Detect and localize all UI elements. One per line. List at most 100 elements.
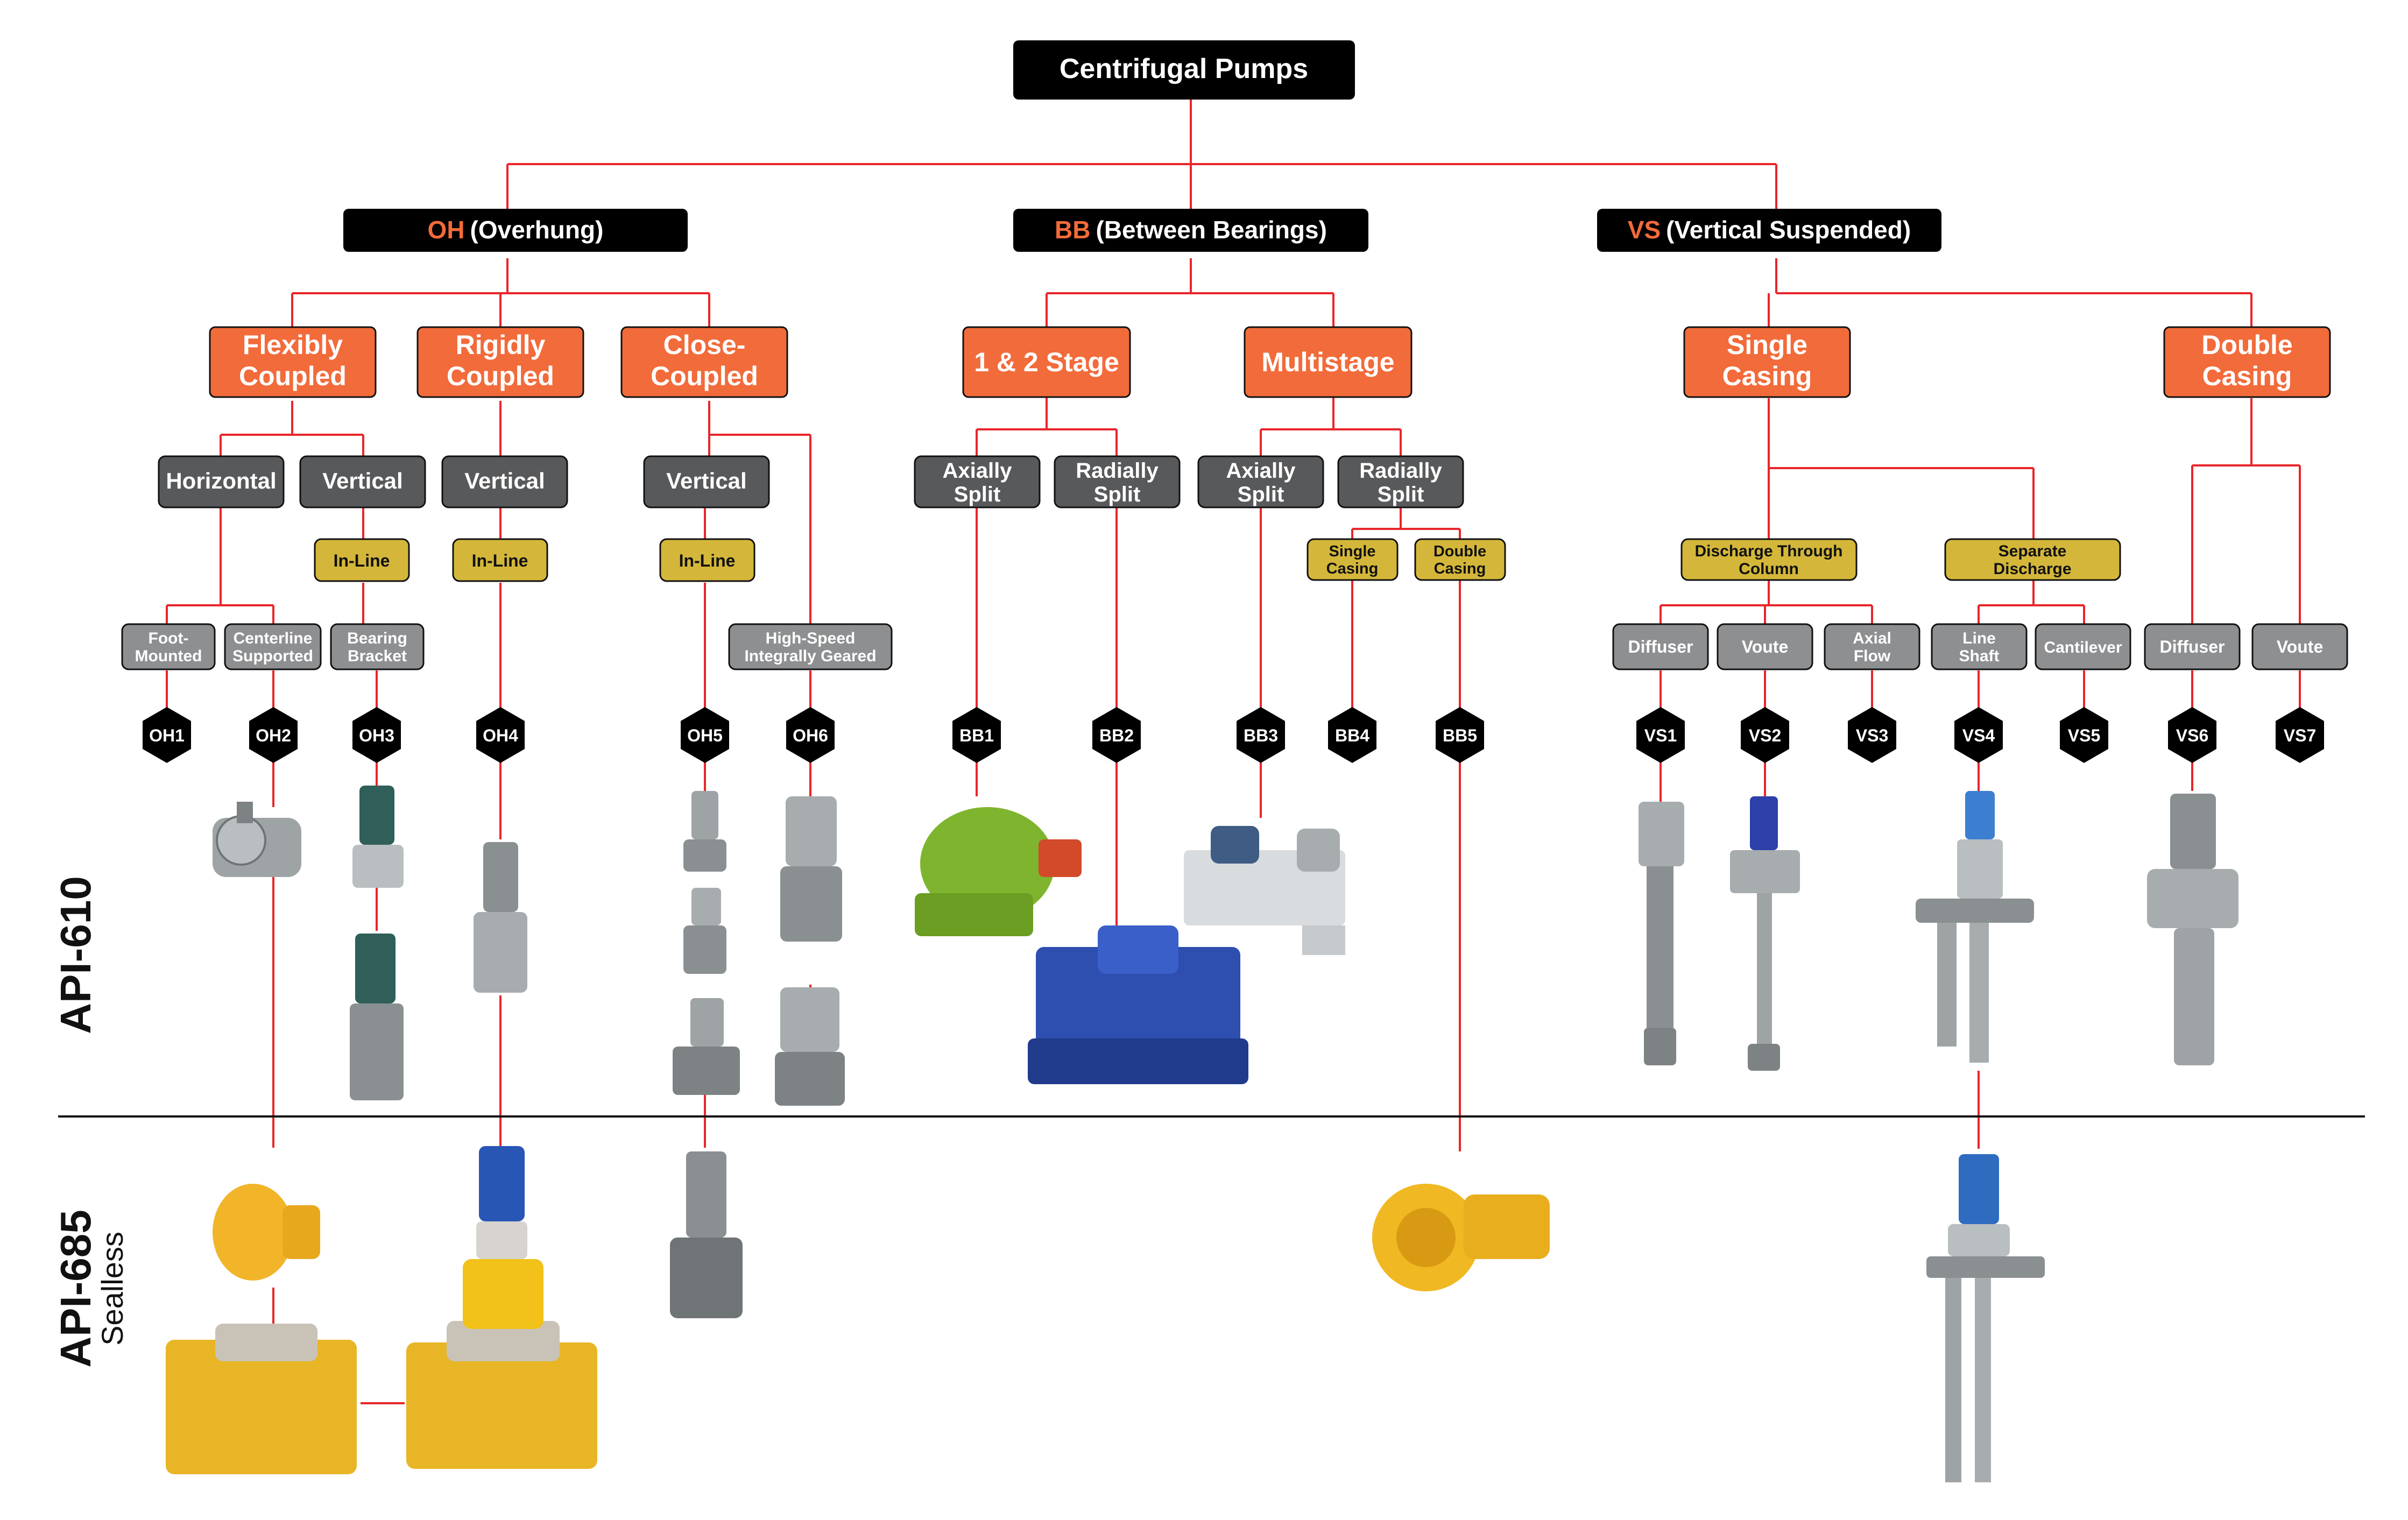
pump-photo-placeholder — [1184, 826, 1345, 955]
type-bb1-badge: BB1 — [952, 707, 1001, 763]
close-coupled-label: Close-Coupled — [651, 330, 758, 391]
type-vs3-badge: VS3 — [1848, 707, 1896, 763]
multistage-label: Multistage — [1261, 347, 1394, 377]
type-code-label: VS3 — [1856, 726, 1888, 745]
level1-nodes: OH(Overhung) BB(Between Bearings) VS(Ver… — [343, 209, 1941, 252]
type-code-label: OH5 — [687, 726, 723, 745]
type-oh5-badge: OH5 — [681, 707, 729, 763]
type-vs2-badge: VS2 — [1741, 707, 1789, 763]
inline-rigidly-label: In-Line — [472, 551, 528, 570]
inline-flexibly-label: In-Line — [334, 551, 390, 570]
pump-photo-placeholder — [670, 1151, 743, 1318]
type-oh1-badge: OH1 — [143, 707, 191, 763]
horizontal-label: Horizontal — [166, 468, 276, 493]
pump-photo-placeholder — [1028, 925, 1248, 1084]
type-bb5-badge: BB5 — [1436, 707, 1484, 763]
vs-diffuser-label: Diffuser — [1628, 637, 1693, 656]
level1-bb-label: BB(Between Bearings) — [1055, 216, 1327, 244]
vs-double-voute-label: Voute — [2277, 637, 2324, 656]
pump-photo-placeholder — [673, 791, 740, 1095]
api685-label: API-685 — [52, 1210, 100, 1367]
vertical-close-label: Vertical — [666, 468, 746, 493]
type-vs6-badge: VS6 — [2168, 707, 2216, 763]
root-label: Centrifugal Pumps — [1060, 53, 1308, 84]
type-code-label: OH3 — [359, 726, 394, 745]
pump-photo-placeholder — [775, 796, 845, 1106]
pump-photo-placeholder — [474, 842, 527, 993]
type-code-label: VS5 — [2068, 726, 2100, 745]
type-oh4-badge: OH4 — [476, 707, 525, 763]
type-vs4-badge: VS4 — [1954, 707, 2003, 763]
pump-photo-placeholder — [915, 807, 1082, 936]
level3-nodes: Horizontal Vertical Vertical Vertical Ax… — [158, 455, 1464, 508]
type-code-label: BB5 — [1443, 726, 1477, 745]
root-node: Centrifugal Pumps — [1013, 40, 1355, 100]
vs-voute-label: Voute — [1742, 637, 1789, 656]
type-hexagons: OH1 OH2 OH3 OH4 OH5 OH6 BB1 BB2 BB3 BB4 BB5 VS1 VS2 V… — [143, 707, 2324, 763]
type-oh3-badge: OH3 — [352, 707, 401, 763]
type-vs5-badge: VS5 — [2060, 707, 2108, 763]
one-two-stage-label: 1 & 2 Stage — [974, 347, 1119, 377]
type-bb4-badge: BB4 — [1328, 707, 1376, 763]
pump-photo-placeholder — [213, 802, 301, 877]
type-code-label: BB4 — [1335, 726, 1369, 745]
type-code-label: VS4 — [1962, 726, 1995, 745]
type-code-label: BB3 — [1244, 726, 1278, 745]
type-vs1-badge: VS1 — [1636, 707, 1685, 763]
type-code-label: BB1 — [959, 726, 994, 745]
type-code-label: VS7 — [2284, 726, 2316, 745]
pump-photo-placeholder — [463, 1146, 543, 1329]
type-code-label: OH1 — [149, 726, 185, 745]
pump-photo-placeholder — [1926, 1154, 2045, 1482]
pump-photo-placeholder — [2147, 794, 2238, 1065]
pump-photo-placeholder — [166, 1184, 597, 1474]
inline-close-label: In-Line — [679, 551, 736, 570]
pump-photos — [166, 786, 2238, 1482]
pump-photo-placeholder — [350, 786, 404, 1100]
type-code-label: VS2 — [1749, 726, 1781, 745]
type-bb3-badge: BB3 — [1237, 707, 1285, 763]
standard-labels: API-610 API-685 Sealless — [52, 876, 129, 1367]
type-vs7-badge: VS7 — [2276, 707, 2324, 763]
type-code-label: VS1 — [1644, 726, 1677, 745]
cantilever-label: Cantilever — [2044, 639, 2122, 656]
api685-sealless-label: Sealless — [95, 1232, 129, 1346]
type-oh2-badge: OH2 — [249, 707, 298, 763]
type-code-label: OH6 — [793, 726, 828, 745]
vertical-flexibly-label: Vertical — [322, 468, 402, 493]
type-code-label: OH2 — [256, 726, 291, 745]
type-code-label: BB2 — [1099, 726, 1134, 745]
type-code-label: VS6 — [2176, 726, 2208, 745]
type-code-label: OH4 — [483, 726, 518, 745]
pump-photo-placeholder — [1916, 791, 2034, 1063]
api610-label: API-610 — [52, 876, 100, 1034]
type-bb2-badge: BB2 — [1092, 707, 1141, 763]
type-oh6-badge: OH6 — [786, 707, 835, 763]
level1-vs-label: VS(Vertical Suspended) — [1628, 216, 1911, 244]
foot-mounted-label: Foot-Mounted — [135, 630, 202, 665]
pump-photo-placeholder — [1372, 1184, 1550, 1291]
pump-photo-placeholder — [1639, 802, 1684, 1065]
vertical-rigidly-label: Vertical — [464, 468, 545, 493]
